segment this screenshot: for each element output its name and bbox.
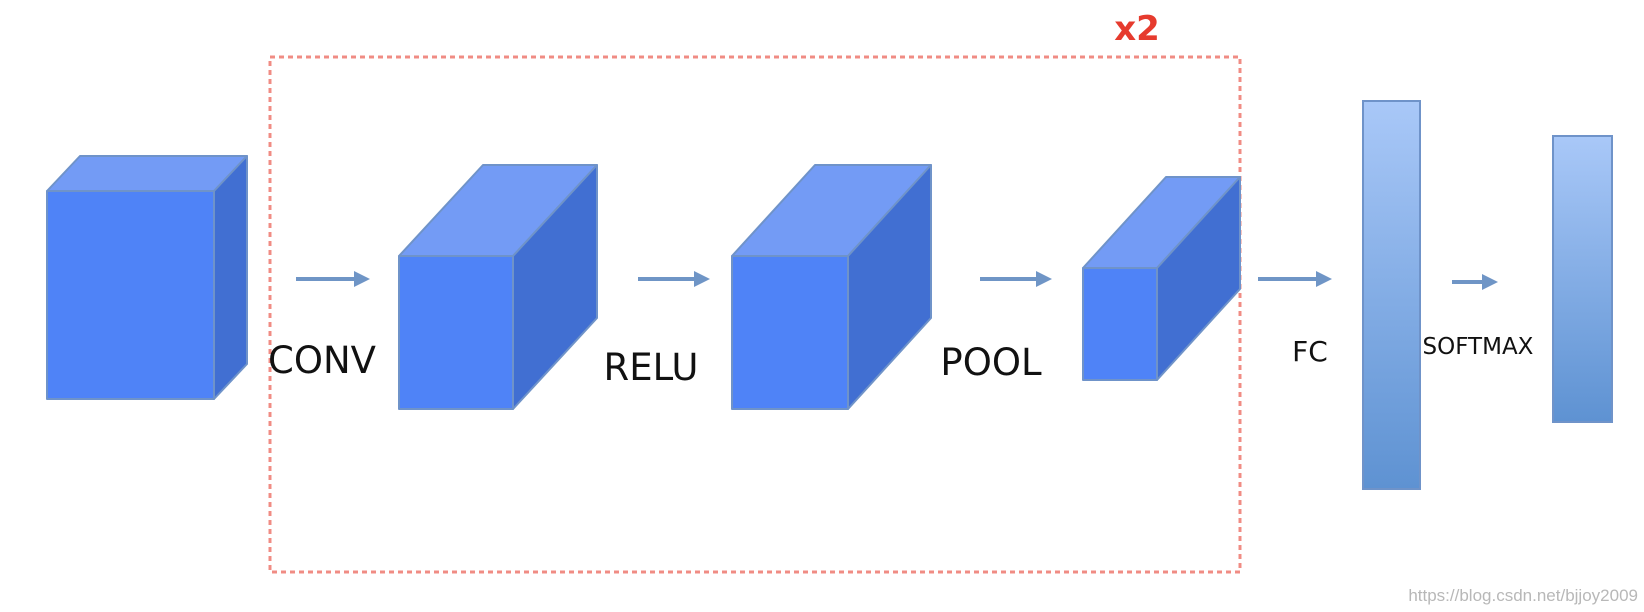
pool-label: POOL [940, 341, 1042, 384]
pool-output-front [1082, 267, 1158, 381]
softmax-output-bar [1552, 135, 1613, 423]
arrow-softmax [1452, 274, 1498, 290]
repeat-block-border [268, 55, 1242, 574]
input-volume-front [46, 190, 215, 400]
input-volume [46, 155, 248, 400]
conv-output-volume [398, 164, 598, 410]
arrow-relu [638, 271, 710, 287]
repeat-count-label: x2 [1114, 9, 1160, 49]
fc-layer-bar [1362, 100, 1421, 490]
watermark-url: https://blog.csdn.net/bjjoy2009 [1408, 586, 1638, 605]
arrow-conv [296, 271, 370, 287]
arrow-pool [980, 271, 1052, 287]
conv-label: CONV [268, 339, 376, 382]
relu-output-volume [731, 164, 932, 410]
input-volume-top [46, 155, 248, 192]
arrow-fc [1258, 271, 1332, 287]
relu-output-front [731, 255, 849, 410]
softmax-label: SOFTMAX [1423, 334, 1534, 360]
input-volume-side [213, 155, 248, 400]
pool-output-volume [1082, 176, 1241, 381]
fc-label: FC [1292, 335, 1328, 368]
relu-label: RELU [604, 346, 699, 389]
conv-output-front [398, 255, 514, 410]
